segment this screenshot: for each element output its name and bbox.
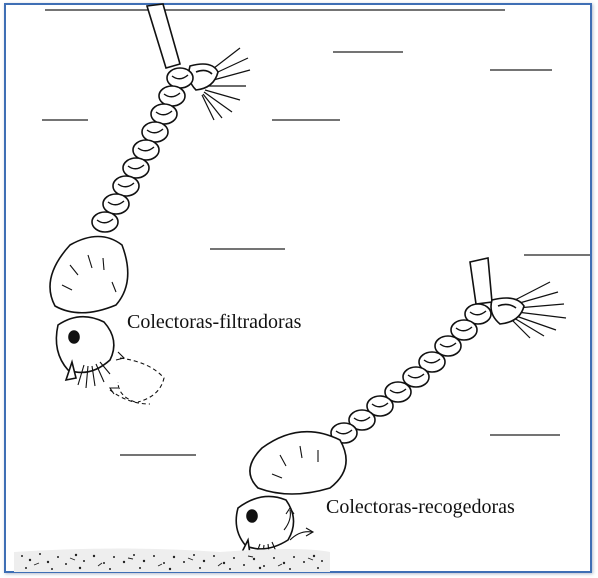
larva-filter-feeder: [50, 4, 250, 404]
label-gatherers: Colectoras-recogedoras: [326, 496, 515, 519]
water-lines: [42, 10, 590, 455]
label-filter-feeders: Colectoras-filtradoras: [127, 311, 301, 334]
sediment-bottom: [14, 549, 330, 573]
